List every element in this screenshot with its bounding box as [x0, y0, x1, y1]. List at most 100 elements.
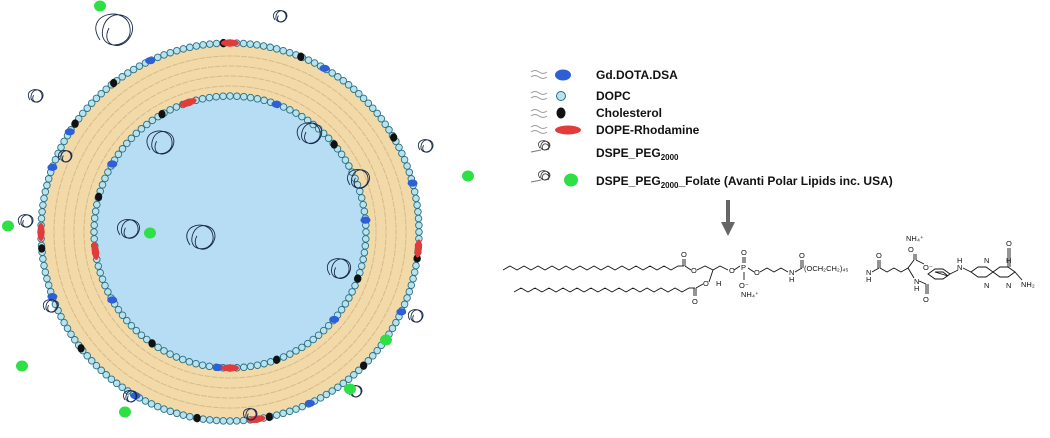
dopc-head [167, 351, 174, 358]
dopc-head [52, 156, 59, 163]
dopc-head [293, 348, 300, 355]
dopc-head [155, 344, 162, 351]
lipid-tail [247, 87, 252, 88]
dopc-head [173, 354, 180, 361]
lipid-tail [212, 87, 217, 88]
cholesterol-molecule [390, 133, 397, 141]
dopc-head [240, 40, 247, 47]
dopc-head [45, 176, 52, 183]
chemical-structure: O O O P O O⁻ NH₄⁺ O H N O (OCH₂CH₂)₄₅ H … [503, 234, 1035, 306]
dopc-head [105, 169, 112, 176]
dopc-head [99, 182, 106, 189]
dopc-head [213, 40, 220, 47]
lipid-tail [404, 205, 405, 210]
svg-text:NH₄⁺: NH₄⁺ [741, 290, 759, 299]
dopc-head [280, 354, 287, 361]
cholesterol-molecule [77, 344, 84, 352]
dopc-head [415, 215, 422, 222]
dopc-head [233, 418, 240, 425]
legend-label: DOPE-Rhodamine [596, 123, 700, 137]
legend-label: DSPE_PEG2000_Folate (Avanti Polar Lipids… [596, 174, 893, 190]
lipid-tail-icon [531, 126, 547, 134]
dopc-head [261, 360, 268, 367]
dopc-head [299, 113, 306, 120]
svg-text:H: H [716, 279, 721, 288]
dopc-head [193, 43, 200, 50]
lipid-tail [394, 251, 395, 256]
gd-dota-dsa-lipid [272, 101, 282, 108]
svg-text:O: O [703, 279, 709, 288]
dopc-head [180, 356, 187, 363]
svg-text:N: N [1006, 281, 1011, 290]
svg-text:N: N [789, 268, 794, 277]
dopc-head [404, 163, 411, 170]
lipid-tail [243, 67, 248, 68]
dopc-head [311, 60, 318, 67]
lipid-tail [243, 397, 248, 398]
legend-label: DOPC [596, 89, 631, 103]
dopc-head [415, 209, 422, 216]
legend: Gd.DOTA.DSA DOPC Cholesterol DOPE-Rhodam… [531, 68, 893, 190]
lipid-tail [374, 209, 375, 214]
dopc-head [44, 182, 51, 189]
peg-chain [273, 10, 287, 22]
dopc-head [102, 175, 109, 182]
dopc-head [254, 362, 261, 369]
dopc-head [99, 276, 106, 283]
dopc-head [240, 417, 247, 424]
dopc-head [161, 406, 168, 413]
dopc-head [39, 209, 46, 216]
dopc-head [180, 46, 187, 53]
dopc-head [396, 144, 403, 151]
dopc-head [317, 395, 324, 402]
dopc-head [361, 249, 368, 256]
gd-dota-dsa-lipid [320, 65, 330, 72]
dopc-head [241, 93, 248, 100]
cholesterol-molecule [273, 356, 280, 364]
lipid-tail [404, 254, 405, 259]
lipid-tail [247, 376, 252, 377]
lipid-tail [210, 77, 215, 78]
rhodamine-lipid [221, 364, 239, 371]
gd-dota-dsa-lipid [107, 296, 117, 303]
gd-dota-dsa-lipid [360, 217, 370, 224]
lipid-tail [75, 247, 76, 252]
dopc-head [40, 202, 47, 209]
dopc-head [154, 403, 161, 410]
svg-text:O: O [691, 266, 697, 275]
legend-label: DSPE_PEG2000 [596, 146, 679, 162]
dopc-head [227, 418, 234, 425]
dopc-head [413, 195, 420, 202]
peg-chain [28, 90, 43, 103]
lipid-tail [375, 216, 376, 221]
cholesterol-molecule [331, 140, 338, 148]
dopc-head [142, 398, 149, 405]
cholesterol-marker [557, 108, 566, 119]
dopc-head [58, 313, 65, 320]
dopc-head [207, 417, 214, 424]
liposome-diagram-icon [2, 1, 474, 425]
svg-text:O⁻: O⁻ [923, 263, 933, 272]
dopc-head [406, 169, 413, 176]
dopc-head [286, 408, 293, 415]
dopc-head [413, 262, 420, 269]
legend-item-dopc: DOPC [531, 89, 631, 103]
lipid-tail [65, 247, 66, 252]
folate-ligand [462, 171, 474, 182]
dopc-head [411, 189, 418, 196]
dopc-head [91, 222, 98, 229]
folate-ligand [144, 228, 156, 239]
dopc-head [41, 195, 48, 202]
lipid-tail [245, 77, 250, 78]
dopc-head [346, 163, 353, 170]
cholesterol-molecule [194, 414, 201, 422]
dopc-head [286, 49, 293, 56]
legend-item-dope-rhodamine: DOPE-Rhodamine [531, 123, 700, 137]
dopc-head [220, 418, 227, 425]
dopc-head [363, 236, 370, 243]
dopc-head [416, 222, 423, 229]
dopc-head [261, 97, 268, 104]
dopc-head [41, 262, 48, 269]
folate-ligand [380, 335, 392, 346]
dopc-head [352, 282, 359, 289]
